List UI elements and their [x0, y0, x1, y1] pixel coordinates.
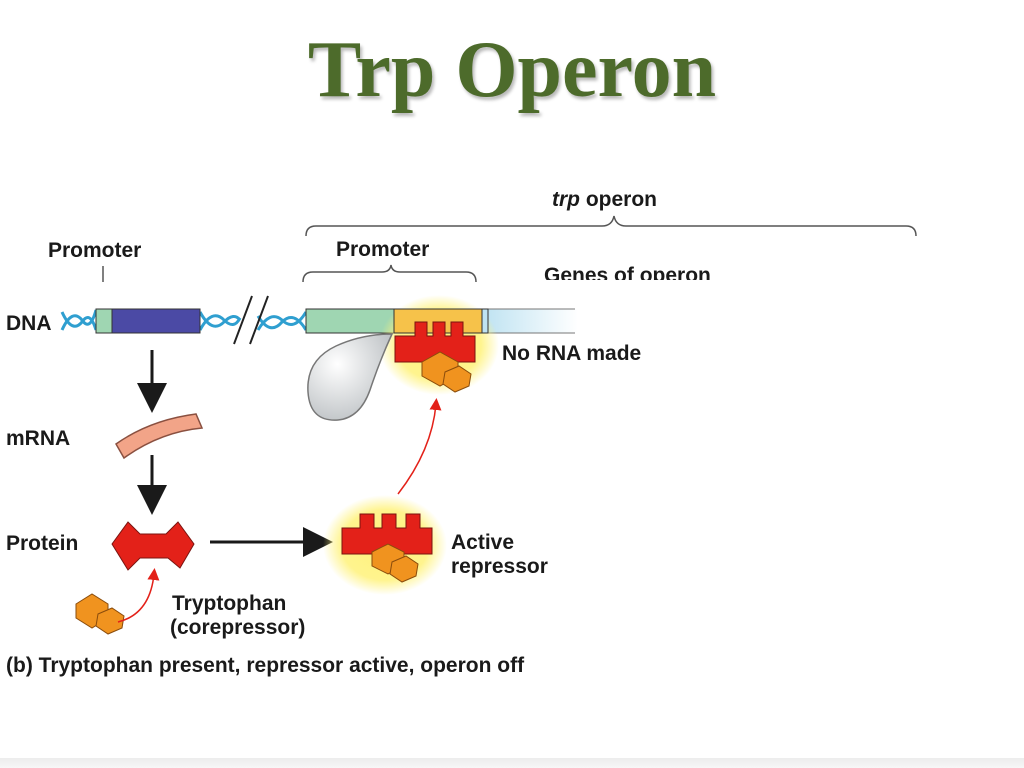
regulatory-gene-box — [111, 308, 201, 334]
dna-break-1 — [233, 295, 253, 345]
caption: (b) Tryptophan present, repressor active… — [6, 654, 525, 677]
bound-repressor — [394, 321, 476, 363]
trp-italic: trp — [552, 188, 580, 211]
genes-of-operon-label: Genes of operon — [544, 264, 711, 280]
arrow-active-to-operator — [397, 398, 442, 495]
trp-operon-label: trp operon — [552, 188, 657, 212]
bound-tryptophan-2 — [442, 365, 472, 393]
free-tryptophan-2 — [95, 607, 125, 635]
rna-polymerase — [307, 333, 394, 421]
active-tryptophan-2 — [389, 555, 419, 583]
protein-label: Protein — [6, 532, 79, 555]
promoter-right-brace — [302, 264, 477, 283]
active-repressor — [341, 513, 433, 555]
arrow-tryptophan-to-protein — [117, 568, 160, 623]
active-repressor-label-2: repressor — [451, 555, 548, 578]
active-repressor-label-1: Active — [451, 531, 515, 554]
mrna-label: mRNA — [6, 427, 71, 450]
mrna-strand — [115, 413, 204, 460]
bottom-rule — [0, 758, 1024, 768]
dna-helix-left — [60, 309, 98, 331]
regulatory-promoter-box — [95, 308, 113, 334]
no-rna-made-label: No RNA made — [502, 342, 642, 365]
dna-break-2 — [249, 295, 269, 345]
dna-helix-middle — [198, 311, 308, 331]
promoter-left-label: Promoter — [48, 239, 142, 262]
promoter-right-label: Promoter — [336, 238, 430, 261]
inactive-repressor — [111, 521, 195, 571]
tryptophan-label-2: (corepressor) — [170, 616, 306, 639]
trp-operon-brace — [305, 215, 917, 237]
dna-label: DNA — [6, 312, 52, 335]
operator-gene-divider — [481, 308, 489, 334]
genes-region — [484, 309, 578, 333]
operon-promoter-box — [305, 308, 395, 334]
slide-title: Trp Operon — [307, 26, 717, 114]
operon-word: operon — [580, 188, 657, 211]
tryptophan-label-1: Tryptophan — [172, 592, 287, 615]
